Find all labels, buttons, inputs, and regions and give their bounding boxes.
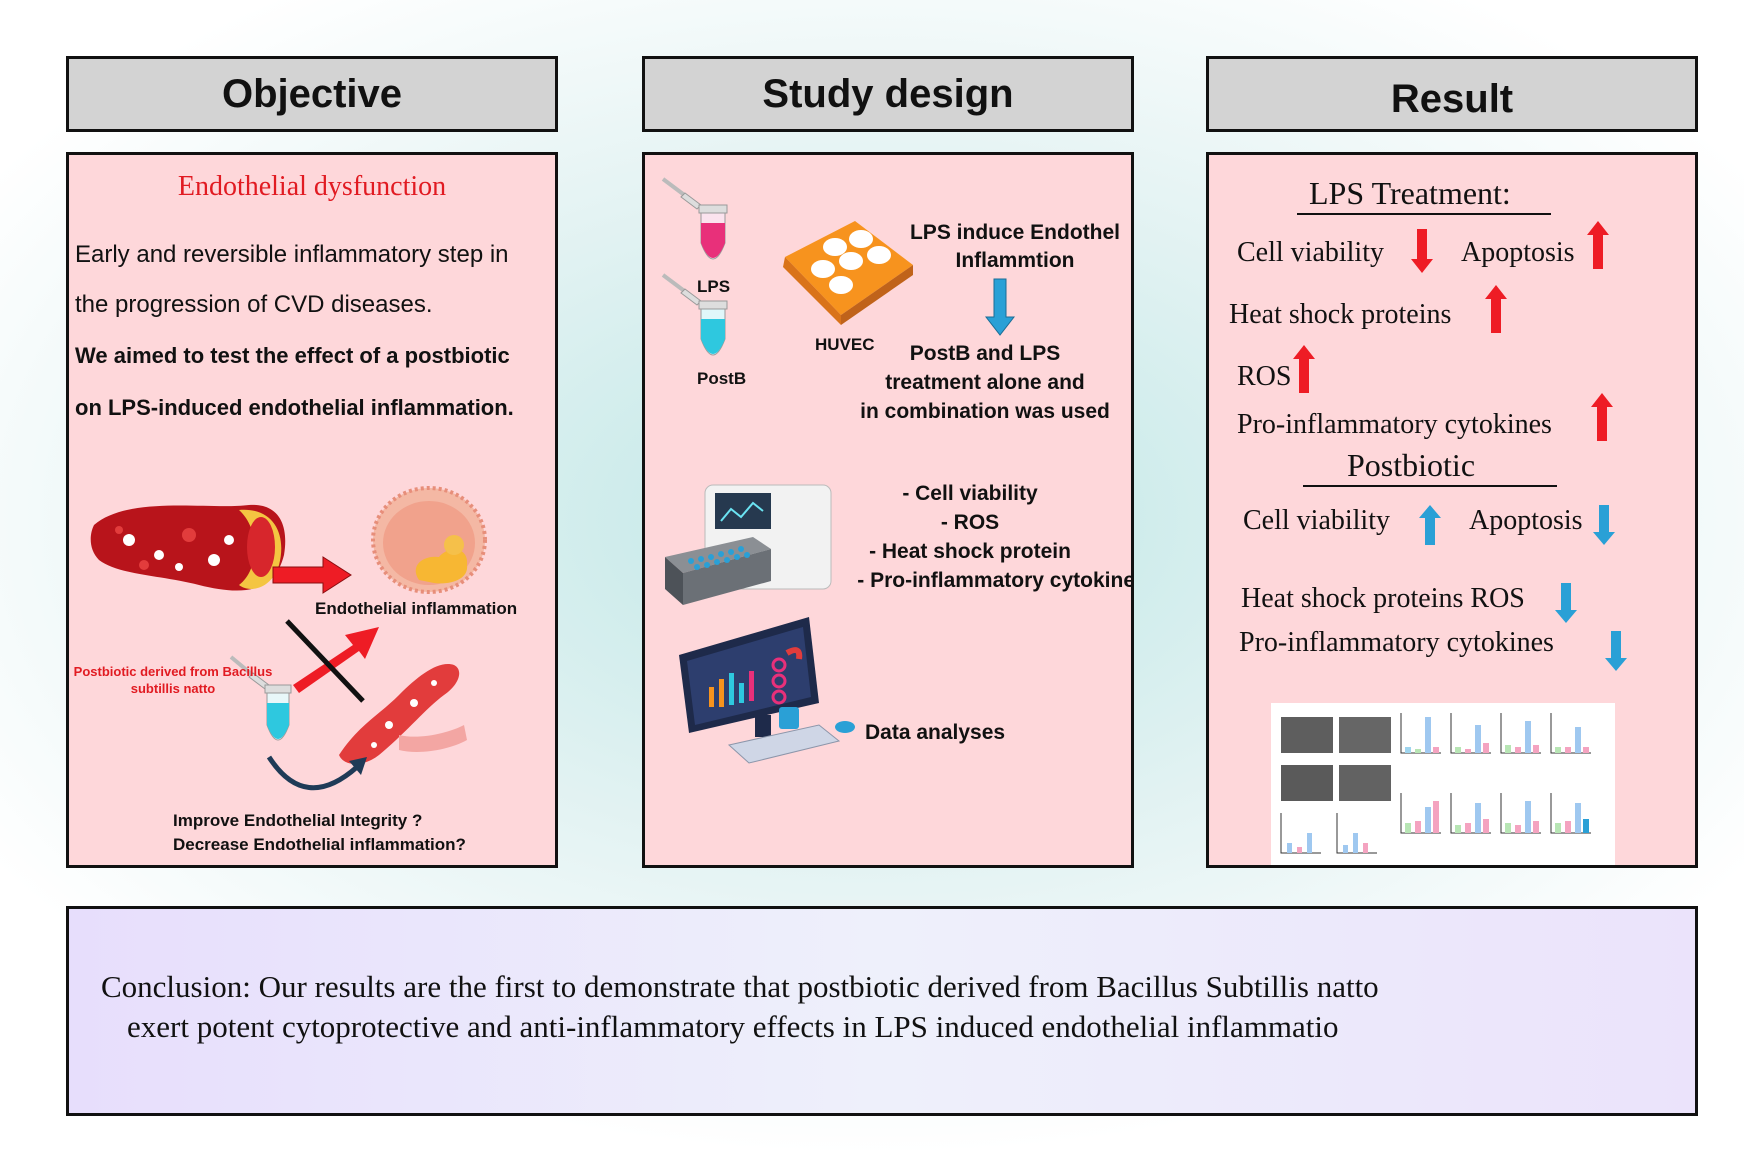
endothelial-inflammation-label: Endothelial inflammation — [315, 599, 518, 618]
lps-ros: ROS — [1237, 361, 1292, 392]
up-red-arrow-icon — [1587, 221, 1609, 269]
computer-icon — [679, 617, 855, 764]
results-figure-thumbnail — [1271, 703, 1615, 865]
assay-cell-viability: - Cell viability — [902, 482, 1038, 505]
well-plate-icon — [783, 221, 913, 325]
post-hsp-ros: Heat shock proteins ROS — [1241, 583, 1525, 614]
lps-cell-viability: Cell viability — [1237, 237, 1384, 268]
arrow-right-icon — [272, 556, 352, 594]
conclusion-box: Conclusion: Our results are the first to… — [66, 906, 1698, 1116]
postbiotic-label-line-1: Postbiotic derived from Bacillus — [73, 664, 273, 679]
lps-apoptosis: Apoptosis — [1461, 237, 1575, 268]
post-apoptosis: Apoptosis — [1469, 505, 1583, 536]
result-header-text: Result — [1390, 76, 1514, 121]
assay-heat-shock: - Heat shock protein — [869, 540, 1071, 563]
vessel-cross-section-icon — [371, 486, 487, 594]
study-design-panel: LPS PostB HUVEC LPS induce Endothel Infl… — [642, 152, 1134, 868]
objective-line-2: the progression of CVD diseases. — [75, 291, 433, 318]
treatment-line-3: in combination was used — [860, 400, 1110, 423]
up-red-arrow-icon — [1485, 285, 1507, 333]
down-blue-arrow-icon — [1555, 583, 1577, 623]
objective-title: Endothelial dysfunction — [177, 171, 447, 202]
down-blue-arrow-icon — [1605, 631, 1627, 671]
blood-vessel-icon — [90, 504, 286, 591]
assay-ros: - ROS — [940, 511, 1000, 534]
study-design-header-text: Study design — [762, 71, 1014, 116]
postbiotic-label: Postbiotic derived from Bacillus subtill… — [73, 663, 273, 697]
result-panel: LPS Treatment: Cell viability Apoptosis … — [1206, 152, 1698, 868]
blocked-arrow-icon — [285, 619, 379, 703]
data-analyses-label: Data analyses — [865, 721, 1006, 744]
lps-treatment-title: LPS Treatment: — [1309, 175, 1511, 211]
huvec-label: HUVEC — [815, 335, 875, 354]
induce-text: LPS induce Endothel Inflammtion — [895, 219, 1131, 275]
study-design-header: Study design — [642, 56, 1134, 132]
down-blue-arrow-icon — [1593, 505, 1615, 545]
question-2: Decrease Endothelial inflammation? — [173, 835, 466, 854]
up-blue-arrow-icon — [1419, 505, 1441, 545]
objective-line-1: Early and reversible inflammatory step i… — [75, 241, 509, 268]
lps-heat-shock-proteins: Heat shock proteins — [1229, 299, 1452, 330]
post-cytokines: Pro-inflammatory cytokines — [1239, 627, 1554, 658]
plate-reader-icon — [665, 484, 832, 605]
objective-line-4: on LPS-induced endothelial inflammation. — [75, 395, 514, 420]
postb-label: PostB — [697, 369, 747, 388]
arrow-down-icon — [984, 278, 1016, 336]
postb-tube-icon — [661, 273, 728, 356]
healed-vessel-icon — [339, 664, 467, 764]
induce-line-2: Inflammtion — [955, 249, 1075, 272]
objective-header: Objective — [66, 56, 558, 132]
post-cell-viability: Cell viability — [1243, 505, 1390, 536]
postbiotic-title-underline — [1303, 485, 1557, 487]
lps-cytokines: Pro-inflammatory cytokines — [1237, 409, 1552, 440]
lps-tube-icon — [661, 177, 728, 260]
down-red-arrow-icon — [1411, 229, 1433, 273]
treatment-line-2: treatment alone and — [885, 371, 1085, 394]
postbiotic-label-line-2: subtillis natto — [130, 681, 216, 696]
induce-line-1: LPS induce Endothel — [909, 221, 1120, 244]
objective-panel: Endothelial dysfunction Early and revers… — [66, 152, 558, 868]
objective-header-text: Objective — [221, 71, 403, 116]
postbiotic-title: Postbiotic — [1347, 447, 1476, 483]
treatment-line-1: PostB and LPS — [909, 342, 1061, 365]
lps-title-underline — [1297, 213, 1551, 215]
assay-cytokine: - Pro-inflammatory cytokine — [857, 569, 1134, 592]
conclusion-line-2: exert potent cytoprotective and anti-inf… — [127, 1009, 1339, 1044]
treatment-text: PostB and LPS treatment alone and in com… — [835, 339, 1131, 426]
question-1: Improve Endothelial Integrity ? — [173, 811, 423, 830]
up-red-arrow-icon — [1293, 345, 1315, 393]
result-header: Result — [1206, 56, 1698, 132]
lps-label: LPS — [697, 277, 731, 296]
objective-line-3: We aimed to test the effect of a postbio… — [75, 343, 510, 368]
assay-list: - Cell viability - ROS - Heat shock prot… — [805, 479, 1134, 595]
up-red-arrow-icon — [1591, 393, 1613, 441]
curved-arrow-icon — [266, 755, 367, 791]
postbiotic-tube-icon — [229, 655, 292, 741]
conclusion-line-1: Conclusion: Our results are the first to… — [101, 969, 1379, 1004]
